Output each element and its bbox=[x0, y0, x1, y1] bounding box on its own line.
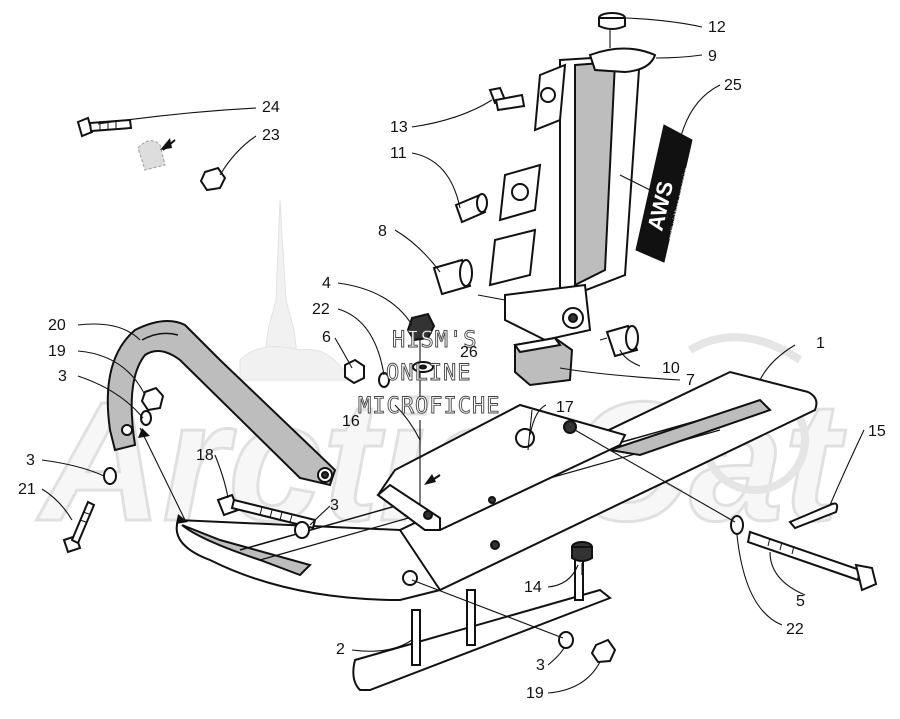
bolt-24 bbox=[76, 116, 133, 138]
nut-23 bbox=[199, 166, 227, 192]
callout-14: 14 bbox=[524, 579, 542, 596]
callout-1: 1 bbox=[816, 335, 825, 352]
bolt-5 bbox=[746, 530, 878, 592]
callout-22-upper: 22 bbox=[312, 301, 330, 318]
callout-10: 10 bbox=[662, 360, 680, 377]
spindle-stop bbox=[513, 336, 574, 387]
spacer-14 bbox=[571, 541, 593, 562]
washer-3-lower bbox=[558, 631, 574, 649]
washer-22-right bbox=[730, 515, 744, 535]
callout-13: 13 bbox=[390, 119, 408, 136]
bushing-10 bbox=[605, 324, 639, 358]
callout-3-mid: 3 bbox=[330, 497, 339, 514]
watermark-line-2: ONLINE bbox=[386, 361, 471, 386]
callout-18: 18 bbox=[196, 447, 214, 464]
callout-3-lower: 3 bbox=[536, 657, 545, 674]
callout-21: 21 bbox=[18, 481, 36, 498]
callout-2: 2 bbox=[336, 641, 345, 658]
spindle-cap bbox=[598, 12, 626, 48]
wear-bar bbox=[352, 559, 612, 691]
callout-3-left: 3 bbox=[26, 452, 35, 469]
nut-19-lower bbox=[590, 638, 617, 664]
washer-3-left bbox=[103, 467, 117, 485]
callout-6: 6 bbox=[322, 329, 331, 346]
callout-26: 26 bbox=[460, 344, 478, 361]
callout-4: 4 bbox=[322, 275, 331, 292]
callout-7: 7 bbox=[686, 372, 695, 389]
callout-19-upper: 19 bbox=[48, 343, 66, 360]
ski-loop bbox=[106, 320, 337, 487]
washer-26 bbox=[412, 361, 434, 373]
callout-5: 5 bbox=[796, 593, 805, 610]
callout-3-upper: 3 bbox=[58, 368, 67, 385]
bracket-ghost bbox=[137, 138, 176, 171]
callout-9: 9 bbox=[708, 48, 717, 65]
callout-17: 17 bbox=[556, 399, 574, 416]
callout-23: 23 bbox=[262, 127, 280, 144]
nut-6 bbox=[344, 358, 365, 385]
ski-saddle bbox=[376, 403, 627, 531]
callout-15: 15 bbox=[868, 423, 886, 440]
washer-3-mid bbox=[294, 521, 310, 539]
washer-3-upper bbox=[140, 410, 152, 426]
callout-numbers: 12 9 25 24 23 13 11 8 4 22 26 6 10 7 1 1… bbox=[18, 19, 886, 702]
watermark-line-1: HISM'S bbox=[392, 328, 477, 353]
bushing-8 bbox=[432, 258, 473, 296]
spindle bbox=[488, 47, 657, 342]
nut-19-upper bbox=[140, 386, 165, 412]
callout-25: 25 bbox=[724, 77, 742, 94]
watermark-line-3: MICROFICHE bbox=[358, 394, 500, 419]
assembly-lines bbox=[138, 174, 736, 639]
aws-decal: AWS arctic wishbone suspension bbox=[635, 124, 693, 263]
callout-11: 11 bbox=[390, 145, 407, 162]
bushing-11 bbox=[454, 193, 488, 224]
callout-19-lower: 19 bbox=[526, 685, 544, 702]
callout-24: 24 bbox=[262, 99, 280, 116]
callout-22-right: 22 bbox=[786, 621, 804, 638]
grease-fitting bbox=[488, 86, 526, 112]
bolt-21 bbox=[62, 500, 96, 554]
callout-12: 12 bbox=[708, 19, 726, 36]
callout-8: 8 bbox=[378, 223, 387, 240]
callout-16: 16 bbox=[342, 413, 360, 430]
callout-leaders bbox=[41, 17, 865, 694]
watermark-text: HISM'S ONLINE MICROFICHE bbox=[358, 328, 500, 420]
callout-20: 20 bbox=[48, 317, 66, 334]
